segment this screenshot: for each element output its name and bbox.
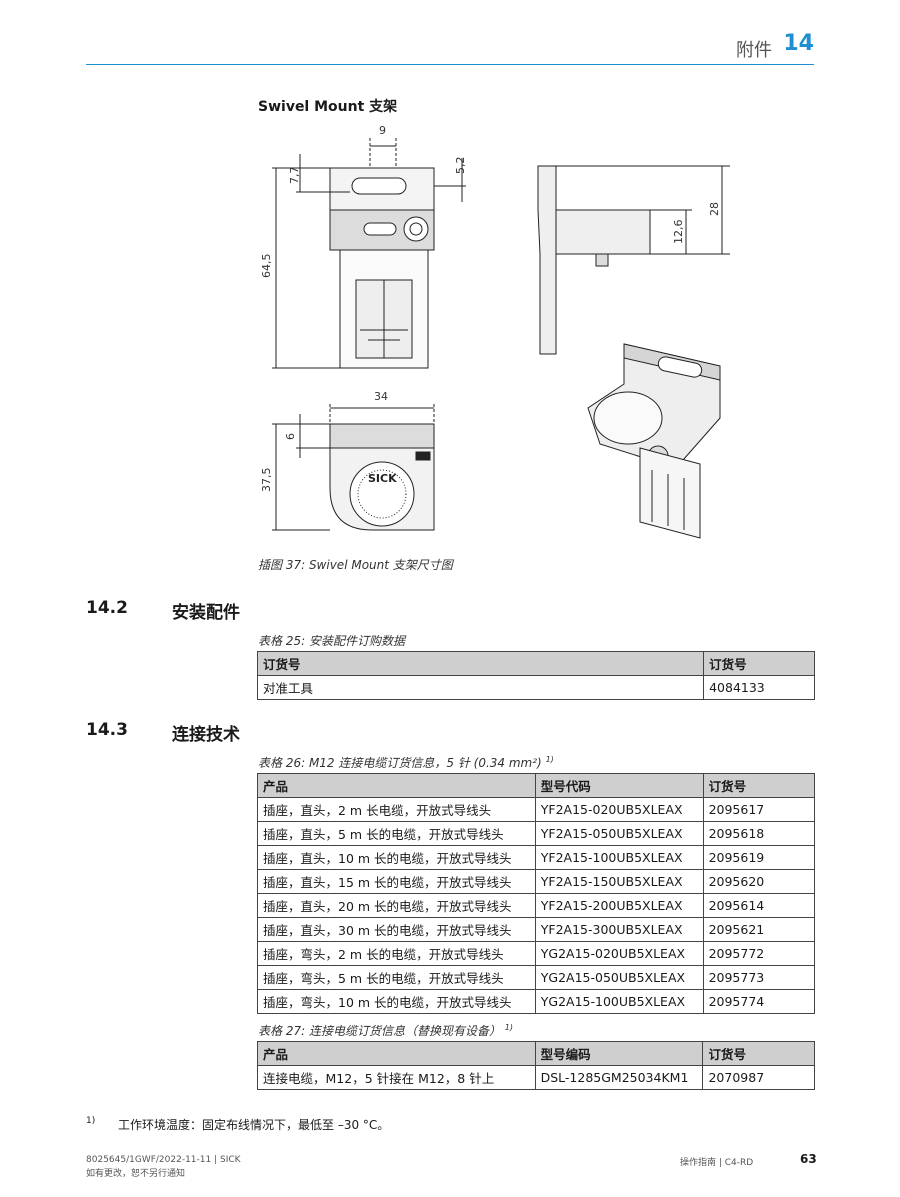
table-cell: 2095774 (702, 989, 816, 1014)
table-cell: YF2A15-100UB5XLEAX (534, 845, 704, 870)
section-title-14-2: 安装配件 (172, 603, 240, 623)
table27-caption: 表格 27: 连接电缆订货信息（替换现有设备） (258, 1024, 501, 1038)
footnote-text: 工作环境温度：固定布线情况下，最低至 –30 °C。 (118, 1118, 390, 1132)
bottom-view-top (329, 423, 435, 449)
table-cell: 插座，直头，10 m 长的电缆，开放式导线头 (257, 845, 536, 870)
table-header-row: 产品 型号代码 订货号 (257, 773, 816, 798)
table-cell: 插座，直头，2 m 长电缆，开放式导线头 (257, 797, 536, 822)
table26-caption-wrap: 表格 26: M12 连接电缆订货信息，5 针 (0.34 mm²) 1) (258, 754, 554, 771)
table27-footnote-ref: 1) (504, 1023, 513, 1032)
table-cell: YG2A15-020UB5XLEAX (534, 941, 704, 966)
table-cell: 2095773 (702, 965, 816, 990)
front-view-slot (351, 177, 407, 195)
header-chapter-title: 附件 (736, 40, 772, 61)
table-row: 对准工具 4084133 (256, 675, 815, 700)
table25: 订货号 订货号 对准工具 4084133 (256, 651, 815, 700)
table-cell: 插座，弯头，10 m 长的电缆，开放式导线头 (257, 989, 536, 1014)
header-rule (86, 64, 814, 65)
table-cell: 2095772 (702, 941, 816, 966)
page-number: 63 (800, 1152, 817, 1166)
table-cell: YF2A15-050UB5XLEAX (534, 821, 704, 846)
footer-doc-id: 8025645/1GWF/2022-11-11 | SICK (86, 1155, 241, 1165)
table-cell: 2095620 (702, 869, 816, 894)
dim-5-2: 5,2 (454, 157, 467, 175)
dial-scale (349, 461, 415, 527)
side-view-profile (537, 165, 651, 355)
figure-title: Swivel Mount 支架 (258, 99, 398, 115)
dim-34: 34 (374, 390, 388, 403)
header-chapter-number: 14 (783, 31, 814, 56)
table26-footnote-ref: 1) (545, 755, 554, 764)
section-number-14-3: 14.3 (86, 720, 128, 740)
table-header-cell: 产品 (257, 1041, 536, 1066)
table-cell: 插座，弯头，2 m 长的电缆，开放式导线头 (257, 941, 536, 966)
table-cell: 4084133 (703, 675, 815, 700)
table-cell: 2070987 (702, 1065, 815, 1090)
table-cell: YF2A15-300UB5XLEAX (534, 917, 704, 942)
section-number-14-2: 14.2 (86, 598, 128, 618)
footnote-mark: 1) (86, 1116, 96, 1126)
table-cell: 插座，弯头，5 m 长的电缆，开放式导线头 (257, 965, 536, 990)
table-header-row: 订货号 订货号 (256, 651, 815, 676)
table-header-cell: 订货号 (703, 651, 815, 676)
table-cell: YG2A15-050UB5XLEAX (534, 965, 704, 990)
table-cell: 插座，直头，20 m 长的电缆，开放式导线头 (257, 893, 536, 918)
table-cell: YF2A15-020UB5XLEAX (534, 797, 704, 822)
table-header-row: 产品 型号编码 订货号 (257, 1041, 815, 1066)
dim-12-6: 12,6 (672, 220, 685, 245)
table-cell: 2095614 (702, 893, 816, 918)
dim-9: 9 (379, 124, 386, 137)
dim-37-5: 37,5 (260, 468, 273, 493)
section-title-14-3: 连接技术 (172, 725, 240, 745)
table-header-cell: 订货号 (256, 651, 705, 676)
table27-caption-wrap: 表格 27: 连接电缆订货信息（替换现有设备） 1) (258, 1022, 513, 1039)
footer-guide: 操作指南 | C4-RD (680, 1158, 754, 1168)
table-cell: 2095621 (702, 917, 816, 942)
dim-64-5: 64,5 (260, 254, 273, 279)
figure-caption: 插图 37: Swivel Mount 支架尺寸图 (258, 558, 453, 572)
table-header-cell: 产品 (257, 773, 536, 798)
table26-caption: 表格 26: M12 连接电缆订货信息，5 针 (0.34 mm²) (258, 756, 542, 770)
table-header-cell: 型号代码 (534, 773, 704, 798)
table-cell: YF2A15-150UB5XLEAX (534, 869, 704, 894)
table-header-cell: 订货号 (702, 773, 816, 798)
table-cell: 对准工具 (256, 675, 705, 700)
table-cell: 插座，直头，30 m 长的电缆，开放式导线头 (257, 917, 536, 942)
table-cell: 插座，直头，15 m 长的电缆，开放式导线头 (257, 869, 536, 894)
sick-logo-front: SICK (368, 472, 397, 485)
dim-7-7: 7,7 (288, 167, 301, 185)
table-header-cell: 订货号 (702, 1041, 815, 1066)
table-cell: 连接电缆，M12，5 针接在 M12，8 针上 (257, 1065, 536, 1090)
table-cell: 2095617 (702, 797, 816, 822)
dim-28: 28 (708, 202, 721, 216)
dim-6: 6 (284, 433, 297, 440)
swivel-mount-drawing: 9 7,7 5,2 64,5 28 12,6 34 6 37,5 SICK (260, 124, 730, 539)
table-cell: DSL-1285GM25034KM1 (534, 1065, 704, 1090)
table-cell: 2095618 (702, 821, 816, 846)
table-cell: YG2A15-100UB5XLEAX (534, 989, 704, 1014)
table-cell: 2095619 (702, 845, 816, 870)
table25-caption: 表格 25: 安装配件订购数据 (258, 634, 405, 648)
table-cell: 插座，直头，5 m 长的电缆，开放式导线头 (257, 821, 536, 846)
table-cell: YF2A15-200UB5XLEAX (534, 893, 704, 918)
footer-notice: 如有更改，恕不另行通知 (86, 1169, 186, 1179)
table-header-cell: 型号编码 (534, 1041, 704, 1066)
